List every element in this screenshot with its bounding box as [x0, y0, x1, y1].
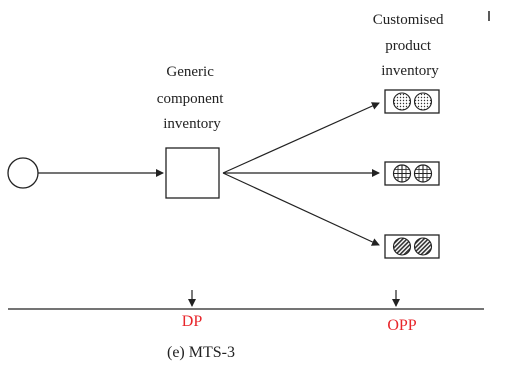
customised-label-line-1: Customised: [373, 12, 444, 28]
supplier-node: [7, 157, 39, 189]
crosshatch-component-icon: [392, 164, 412, 183]
hatched-component-icon: [392, 237, 412, 256]
dotted-component-icon: [413, 92, 433, 111]
generic-inventory-label: Generic component inventory: [157, 64, 227, 132]
crosshatch-component-icon: [413, 164, 433, 183]
customised-inventory-label: Customised product inventory: [373, 12, 448, 79]
customised-label-line-2: product: [385, 38, 432, 54]
product-dotted: [384, 89, 440, 114]
generic-component-inventory-box: [165, 147, 220, 199]
dp-label: DP: [182, 313, 203, 330]
product-crosshatch: [384, 161, 440, 186]
product-diagonal-hatch: [384, 234, 440, 259]
hatched-component-icon: [413, 237, 433, 256]
generic-label-line-1: Generic: [166, 64, 214, 80]
customised-label-line-3: inventory: [381, 63, 439, 79]
branch-arrow-bottom: [222, 172, 380, 246]
figure-caption: (e) MTS-3: [167, 344, 235, 361]
generic-label-line-2: component: [157, 91, 224, 107]
branch-arrow-top: [222, 102, 380, 174]
dotted-component-icon: [392, 92, 412, 111]
generic-label-line-3: inventory: [163, 116, 221, 132]
opp-label: OPP: [387, 317, 416, 334]
